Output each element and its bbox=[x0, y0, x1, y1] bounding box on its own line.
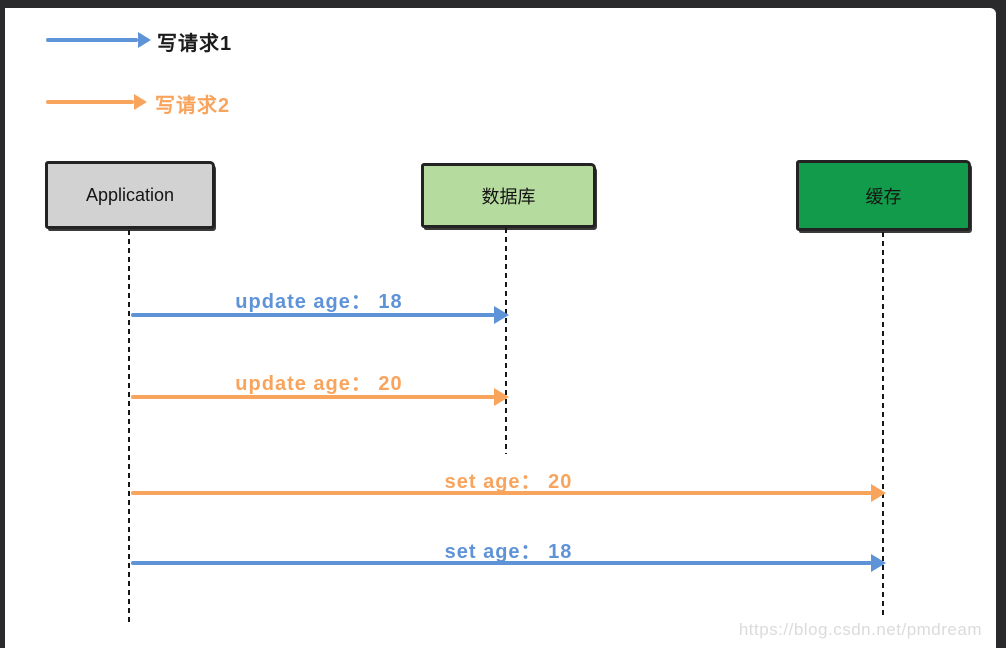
message-label-set-age-18: set age： 18 bbox=[444, 541, 573, 563]
arrowhead-icon bbox=[134, 94, 147, 110]
message-arrow-set-age-20 bbox=[131, 484, 886, 502]
arrowhead-icon bbox=[871, 484, 886, 502]
legend-arrow-write-request-1 bbox=[46, 32, 151, 48]
arrowhead-icon bbox=[494, 306, 509, 324]
arrowhead-icon bbox=[871, 554, 886, 572]
watermark-url: https://blog.csdn.net/pmdream bbox=[738, 620, 982, 639]
actor-application: Application bbox=[45, 161, 215, 229]
message-label-update-age-20: update age： 20 bbox=[235, 373, 403, 395]
legend-label-write-request-1: 写请求1 bbox=[157, 33, 233, 55]
message-arrow-update-age-18 bbox=[131, 306, 509, 324]
actor-cache: 缓存 bbox=[796, 160, 971, 231]
lifeline-application bbox=[128, 230, 130, 622]
actor-database: 数据库 bbox=[421, 163, 596, 228]
lifeline-cache bbox=[882, 232, 884, 616]
legend-arrow-write-request-2 bbox=[46, 94, 147, 110]
arrowhead-icon bbox=[494, 388, 509, 406]
actor-database-label: 数据库 bbox=[481, 186, 536, 207]
message-arrow-set-age-18 bbox=[131, 554, 886, 572]
message-arrow-update-age-20 bbox=[131, 388, 509, 406]
message-label-update-age-18: update age： 18 bbox=[235, 291, 403, 313]
arrowhead-icon bbox=[138, 32, 151, 48]
actor-cache-label: 缓存 bbox=[865, 186, 902, 207]
diagram-canvas: 写请求1 写请求2 Application 数据库 缓存 update age：… bbox=[5, 8, 996, 648]
message-label-set-age-20: set age： 20 bbox=[444, 471, 573, 493]
legend-label-write-request-2: 写请求2 bbox=[155, 95, 231, 117]
lifeline-database bbox=[505, 228, 507, 454]
actor-application-label: Application bbox=[85, 184, 175, 205]
